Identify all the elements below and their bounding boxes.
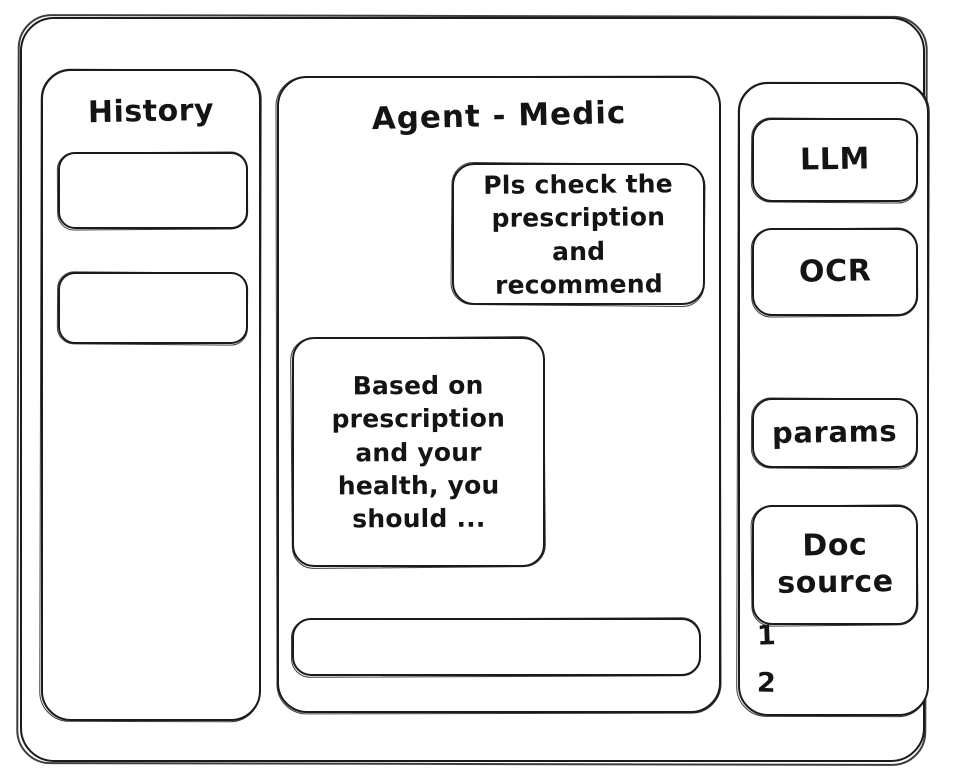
history-list-item[interactable]: [58, 152, 248, 229]
tool-button-doc-source[interactable]: Doc source: [752, 505, 918, 625]
chat-message-user: Pls check the prescription and recommend: [452, 163, 705, 305]
doc-source-ref-1[interactable]: 1: [756, 620, 777, 652]
tool-button-ocr[interactable]: OCR: [752, 228, 918, 316]
doc-source-ref-2[interactable]: 2: [756, 667, 777, 699]
tool-button-llm-label: LLM: [799, 141, 871, 178]
tool-button-llm[interactable]: LLM: [752, 118, 918, 202]
tool-button-params-label: params: [772, 414, 898, 451]
history-panel-title: History: [87, 92, 215, 131]
history-list-item[interactable]: [58, 272, 248, 344]
message-input[interactable]: [292, 618, 701, 676]
chat-message-agent: Based on prescription and your health, y…: [292, 337, 545, 567]
tool-button-params[interactable]: params: [752, 398, 918, 468]
chat-message-user-text: Pls check the prescription and recommend: [483, 168, 673, 299]
tool-button-ocr-label: OCR: [798, 253, 872, 290]
chat-message-agent-text: Based on prescription and your health, y…: [331, 370, 506, 534]
tool-button-doc-source-label: Doc source: [776, 527, 894, 601]
